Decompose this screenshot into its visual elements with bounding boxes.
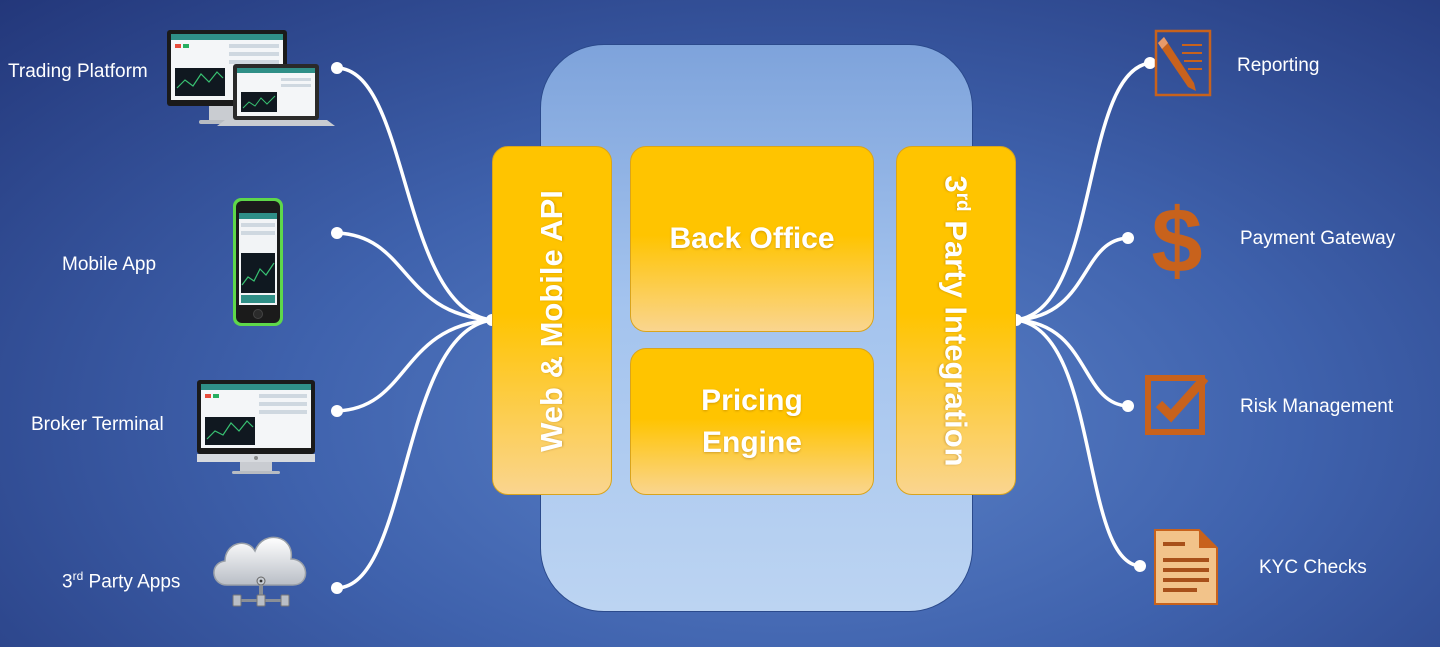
checkbox-check-icon <box>1145 374 1209 435</box>
dollar-icon: $ <box>1151 194 1202 282</box>
document-icon <box>1154 529 1218 605</box>
wire-payment-gateway <box>1014 236 1130 322</box>
wire-risk-management <box>1014 318 1130 408</box>
label-payment-gateway: Payment Gateway <box>1240 228 1396 249</box>
label-mobile-app: Mobile App <box>62 254 157 275</box>
label-trading-platform: Trading Platform <box>8 61 148 82</box>
wire-reporting <box>1014 61 1152 322</box>
third-party-integration-label: 3rd Party Integration <box>939 174 974 467</box>
endpoint-dot <box>331 582 343 594</box>
cloud-network-icon <box>213 536 307 607</box>
label-broker-terminal: Broker Terminal <box>31 414 164 435</box>
wire-broker-terminal <box>335 318 494 413</box>
label-risk-management: Risk Management <box>1240 396 1394 417</box>
wire-kyc-checks <box>1014 318 1142 568</box>
pricing-engine-block[interactable]: Pricing Engine <box>630 348 874 495</box>
endpoint-dot <box>331 62 343 74</box>
endpoint-dot <box>331 227 343 239</box>
smartphone-icon <box>233 198 283 326</box>
web-mobile-api-label: Web & Mobile API <box>534 189 570 452</box>
label-reporting: Reporting <box>1237 55 1320 76</box>
endpoint-dot <box>1144 57 1156 69</box>
web-mobile-api-block[interactable]: Web & Mobile API <box>492 146 612 495</box>
pricing-engine-label: Pricing Engine <box>701 383 803 459</box>
desktop-laptop-icon <box>167 30 335 126</box>
back-office-label: Back Office <box>669 222 835 255</box>
third-party-integration-block[interactable]: 3rd Party Integration <box>896 146 1016 495</box>
desktop-monitor-icon <box>197 380 315 474</box>
wire-mobile-app <box>335 231 494 322</box>
endpoint-dot <box>1134 560 1146 572</box>
back-office-block[interactable]: Back Office <box>630 146 874 332</box>
endpoint-dot <box>1122 232 1134 244</box>
report-pencil-icon <box>1154 29 1212 97</box>
endpoint-dot <box>331 405 343 417</box>
label-third-party-apps: 3rd Party Apps <box>62 569 181 593</box>
wire-trading-platform <box>335 66 494 322</box>
endpoint-dot <box>1122 400 1134 412</box>
svg-text:$: $ <box>1151 194 1202 282</box>
wire-third-party-apps <box>335 318 494 590</box>
label-kyc-checks: KYC Checks <box>1259 557 1367 578</box>
